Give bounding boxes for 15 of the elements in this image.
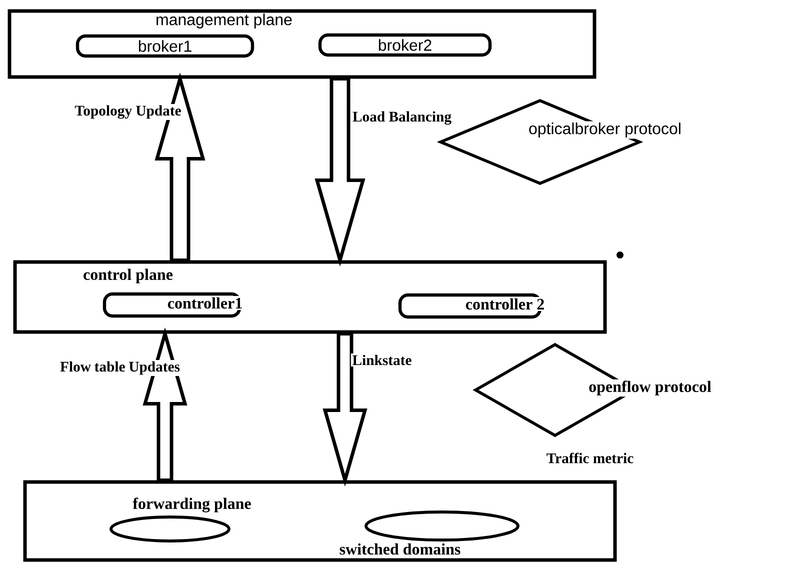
hollow-arrow xyxy=(142,327,188,482)
ellipse-shape xyxy=(364,510,520,542)
rounded-box: controller 2 xyxy=(398,293,546,319)
ellipse-shape xyxy=(110,516,230,542)
edge-label: Linkstate xyxy=(350,354,414,366)
rounded-box: broker2 xyxy=(318,33,492,57)
hollow-arrow xyxy=(322,332,368,487)
rounded-box: controller1 xyxy=(102,292,244,318)
rounded-box: broker1 xyxy=(76,34,254,58)
hollow-arrow xyxy=(314,77,366,267)
edge-label: Flow table Updates xyxy=(58,360,182,376)
plane-box: forwarding plane switched domains xyxy=(23,480,617,562)
edge-label: Topology Update xyxy=(73,104,183,120)
note-label: Traffic metric xyxy=(546,452,634,464)
hollow-arrow xyxy=(154,72,206,262)
